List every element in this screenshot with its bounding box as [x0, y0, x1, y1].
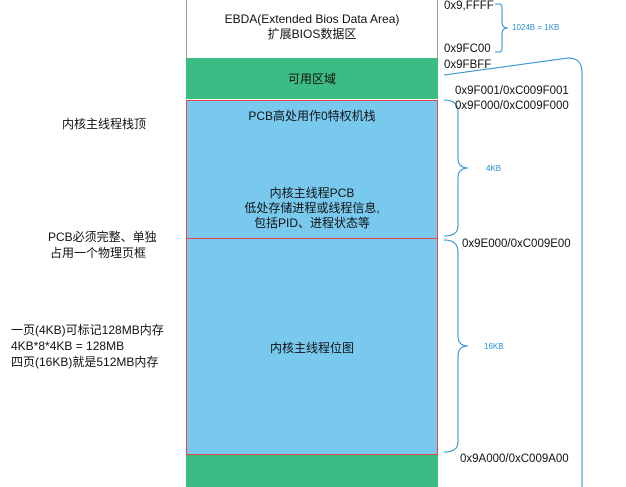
- usable-region-block: 可用区域: [186, 58, 438, 99]
- pcb-stack-label: PCB高处用作0特权机栈: [248, 109, 376, 123]
- lower-region-block: [186, 455, 438, 487]
- addr-ebda-top: 0x9,FFFF: [444, 0, 494, 12]
- bitmap-note-line1: 一页(4KB)可标记128MB内存: [11, 323, 164, 337]
- ebda-label-line1: EBDA(Extended Bios Data Area): [224, 12, 400, 26]
- bitmap-note-line2: 4KB*8*4KB = 128MB: [11, 339, 125, 353]
- addr-pcb-top-a: 0x9F001/0xC009F001: [455, 85, 569, 97]
- pcb-label-line1: 内核主线程PCB: [269, 186, 355, 200]
- usable-region-label: 可用区域: [287, 72, 336, 86]
- stack-top-note: 内核主线程栈顶: [62, 117, 147, 131]
- bitmap-size-brace: [443, 239, 469, 453]
- addr-usable-top: 0x9FBFF: [444, 59, 492, 71]
- pcb-label-line2: 低处存储进程或线程信息,: [244, 201, 380, 215]
- bitmap-note-line3: 四页(16KB)就是512MB内存: [11, 355, 159, 369]
- addr-ebda-bottom: 0x9FC00: [444, 43, 491, 55]
- pcb-size-note: 4KB: [486, 164, 502, 173]
- ebda-size-brace: [495, 3, 509, 53]
- kernel-thread-pcb-block: PCB高处用作0特权机栈 内核主线程PCB 低处存储进程或线程信息, 包括PID…: [186, 100, 438, 239]
- bitmap-size-note: 16KB: [484, 342, 504, 351]
- addr-pcb-top-b: 0x9F000/0xC009F000: [455, 100, 569, 112]
- ebda-size-note: 1024B = 1KB: [512, 23, 560, 32]
- pcb-size-brace: [443, 99, 469, 237]
- pcb-note-line2: 占用一个物理页框: [50, 246, 147, 260]
- pcb-note-line1: PCB必须完整、单独: [48, 230, 157, 244]
- ebda-label-line2: 扩展BIOS数据区: [267, 27, 357, 41]
- kernel-thread-bitmap-block: 内核主线程位图: [186, 238, 438, 455]
- pcb-label-line3: 包括PID、进程状态等: [253, 216, 370, 230]
- addr-bitmap-bottom: 0x9A000/0xC009A00: [460, 453, 569, 465]
- addr-pcb-bottom: 0x9E000/0xC009E00: [462, 238, 571, 250]
- bitmap-label: 内核主线程位图: [269, 341, 354, 355]
- ebda-block: EBDA(Extended Bios Data Area) 扩展BIOS数据区: [186, 0, 438, 58]
- right-outline-line: [443, 57, 583, 487]
